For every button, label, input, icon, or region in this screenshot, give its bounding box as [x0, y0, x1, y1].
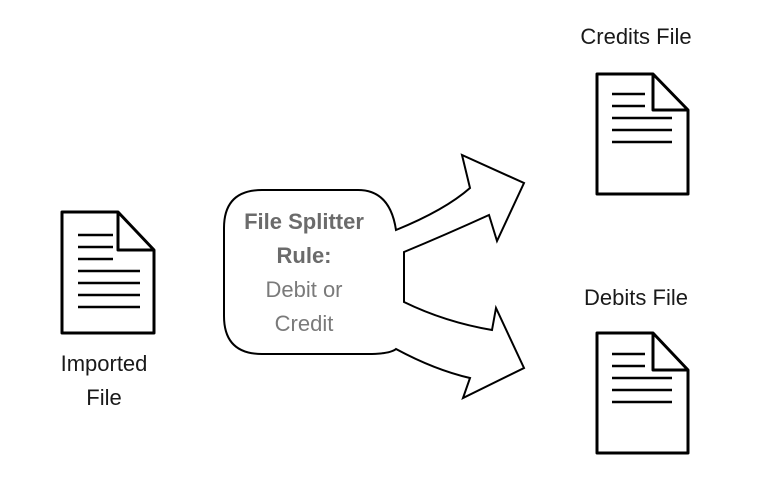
- imported-file-label-line1: Imported: [60, 351, 148, 376]
- splitter-title-line1: File Splitter: [244, 209, 364, 234]
- imported-file-document-icon: [60, 210, 156, 335]
- splitter-desc-line1: Debit or: [265, 277, 343, 302]
- debits-file-label: Debits File: [584, 285, 688, 310]
- debits-file-document-icon: [595, 331, 690, 455]
- imported-file-label-line2: File: [86, 385, 122, 410]
- imported-file-label: Imported File: [24, 347, 184, 415]
- splitter-desc-line2: Credit: [274, 311, 334, 336]
- credits-file-label: Credits File: [580, 24, 692, 49]
- splitter-title-line2: Rule:: [276, 243, 332, 268]
- credits-file-document-icon: [595, 72, 690, 196]
- splitter-arrows-shape: [223, 153, 526, 400]
- splitter-rule-text: File Splitter Rule: Debit or Credit: [226, 205, 382, 341]
